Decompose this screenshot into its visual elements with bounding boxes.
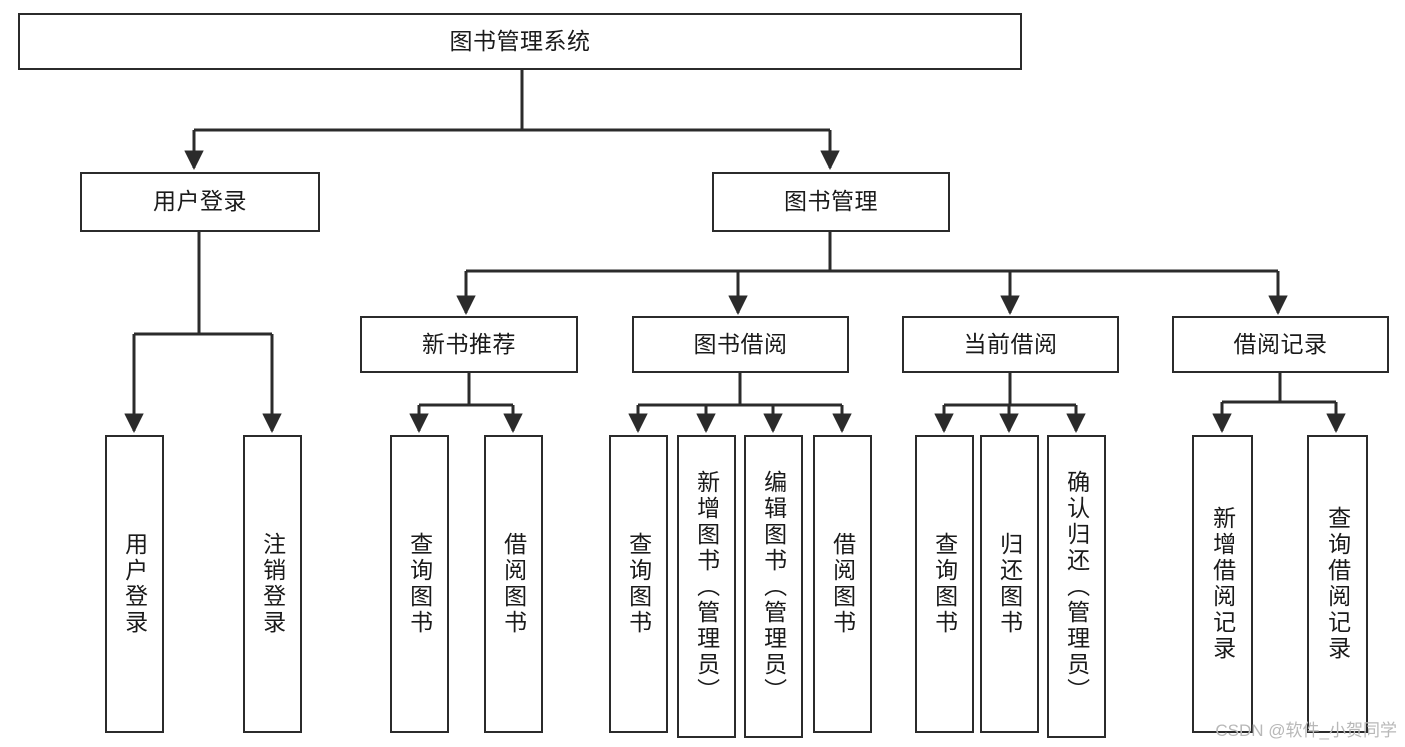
- node-user-login[interactable]: 用户登录: [80, 172, 320, 232]
- node-book-borrow-label: 图书借阅: [693, 330, 788, 357]
- node-leaf-query-book-1[interactable]: 查询图书: [390, 435, 449, 733]
- node-leaf-add-book[interactable]: 新增图书（管理员）: [677, 435, 736, 738]
- node-leaf-add-record-label: 新增借阅记录: [1209, 506, 1236, 662]
- node-leaf-borrow-book-2-label: 借阅图书: [829, 532, 856, 636]
- node-leaf-query-record[interactable]: 查询借阅记录: [1307, 435, 1368, 733]
- node-leaf-query-record-label: 查询借阅记录: [1324, 506, 1351, 662]
- node-leaf-query-book-3[interactable]: 查询图书: [915, 435, 974, 733]
- node-leaf-return-book[interactable]: 归还图书: [980, 435, 1039, 733]
- node-book-management[interactable]: 图书管理: [712, 172, 950, 232]
- node-borrow-record[interactable]: 借阅记录: [1172, 316, 1389, 373]
- node-leaf-borrow-book-1-label: 借阅图书: [500, 532, 527, 636]
- node-leaf-user-login[interactable]: 用户登录: [105, 435, 164, 733]
- node-leaf-borrow-book-2[interactable]: 借阅图书: [813, 435, 872, 733]
- watermark: CSDN @软件_小贺同学: [1215, 721, 1397, 740]
- node-borrow-record-label: 借阅记录: [1233, 330, 1328, 357]
- node-current-borrow-label: 当前借阅: [963, 330, 1058, 357]
- node-leaf-query-book-2-label: 查询图书: [625, 532, 652, 636]
- node-leaf-add-record[interactable]: 新增借阅记录: [1192, 435, 1253, 733]
- node-book-borrow[interactable]: 图书借阅: [632, 316, 849, 373]
- node-root-label: 图书管理系统: [449, 27, 591, 54]
- node-leaf-user-logout[interactable]: 注销登录: [243, 435, 302, 733]
- node-root[interactable]: 图书管理系统: [18, 13, 1022, 70]
- node-leaf-query-book-3-label: 查询图书: [931, 532, 958, 636]
- node-new-book-recommend[interactable]: 新书推荐: [360, 316, 578, 373]
- node-user-login-label: 用户登录: [153, 188, 247, 215]
- node-current-borrow[interactable]: 当前借阅: [902, 316, 1119, 373]
- node-leaf-user-login-label: 用户登录: [121, 532, 148, 636]
- node-leaf-return-book-label: 归还图书: [996, 532, 1023, 636]
- node-book-management-label: 图书管理: [784, 188, 878, 215]
- node-leaf-query-book-2[interactable]: 查询图书: [609, 435, 668, 733]
- node-leaf-confirm-return-label: 确认归还（管理员）: [1063, 469, 1090, 704]
- node-leaf-add-book-label: 新增图书（管理员）: [693, 469, 720, 704]
- node-leaf-edit-book[interactable]: 编辑图书（管理员）: [744, 435, 803, 738]
- node-leaf-query-book-1-label: 查询图书: [406, 532, 433, 636]
- node-new-book-recommend-label: 新书推荐: [422, 330, 516, 357]
- node-leaf-borrow-book-1[interactable]: 借阅图书: [484, 435, 543, 733]
- node-leaf-confirm-return[interactable]: 确认归还（管理员）: [1047, 435, 1106, 738]
- node-leaf-edit-book-label: 编辑图书（管理员）: [760, 469, 787, 704]
- node-leaf-user-logout-label: 注销登录: [259, 532, 286, 636]
